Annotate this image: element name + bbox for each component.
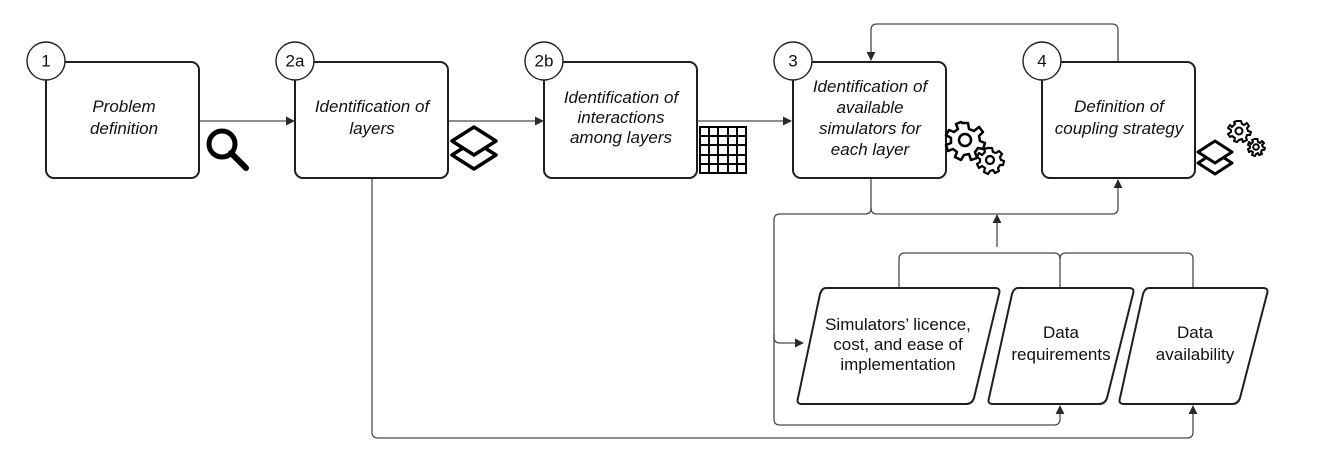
step-box [792,61,947,179]
arrow-to-data-requirements [773,334,1065,426]
step-label-line: Identification of [564,88,681,107]
feedback-arrow-4-to-3 [866,23,1119,62]
step-label-line: layers [349,119,395,138]
step-label-line: definition [90,119,158,138]
step-box [294,61,449,179]
step-label-line: coupling strategy [1055,119,1185,138]
input-label-line: requirements [1011,345,1110,364]
step-label-line: simulators for [819,119,922,138]
step-box [45,61,200,179]
step-number-badge [524,41,564,81]
input-shape [1118,287,1269,405]
inputs-bus-left [898,252,1061,288]
step-box [543,61,698,179]
step-2a: Identification of layers 2a [275,41,449,179]
magnifier-icon [206,128,249,171]
step-number: 2b [535,52,554,71]
step-number-badge [1022,41,1062,81]
step-number: 2a [286,52,305,71]
step-label-line: Problem [92,97,155,116]
step-number: 4 [1037,52,1046,71]
step-label-line: among layers [570,128,673,147]
arrow-2a-to-data-availability [371,178,1198,439]
step-label-line: Identification of [813,77,930,96]
input-data-availability: Data availability [1118,287,1269,405]
layers-icon [450,125,498,171]
step-label-line: each layer [831,140,911,159]
svg-text:Simulators’ licence,cost, and: Simulators’ licence,cost, and ease ofimp… [825,315,971,374]
step-label-line: interactions [578,108,665,127]
arrow-3-to-4 [870,178,1123,215]
input-label-line: Data [1043,323,1079,342]
input-label-line: availability [1156,345,1235,364]
step-number-badge [275,41,315,81]
step-number-badge [773,41,813,81]
gears-icon [944,120,1006,176]
input-shape [987,287,1135,405]
input-label-line: Simulators’ licence, [825,315,971,334]
step-3: Identification of available simulators for… [773,41,947,179]
step-1: Problem definition 1 [26,41,200,179]
grid-icon [699,126,747,174]
step-number: 1 [41,52,50,71]
inputs-bus-right [1059,252,1194,288]
step-label-line: Definition of [1074,97,1166,116]
input-shape [796,287,1001,405]
input-data-requirements: Data requirements [987,287,1135,405]
layers-gears-icon [1196,120,1266,176]
arrow-3-to-licence [773,207,872,348]
input-label-line: Data [1177,323,1213,342]
step-label-line: available [836,98,903,117]
connectors [200,23,1198,439]
input-label-line: implementation [840,355,955,374]
step-box [1041,61,1196,179]
step-label-line: Identification of [315,97,432,116]
step-4: Definition of coupling strategy 4 [1022,41,1196,179]
step-number: 3 [788,52,797,71]
step-number-badge [26,41,66,81]
input-label-line: cost, and ease of [833,335,963,354]
